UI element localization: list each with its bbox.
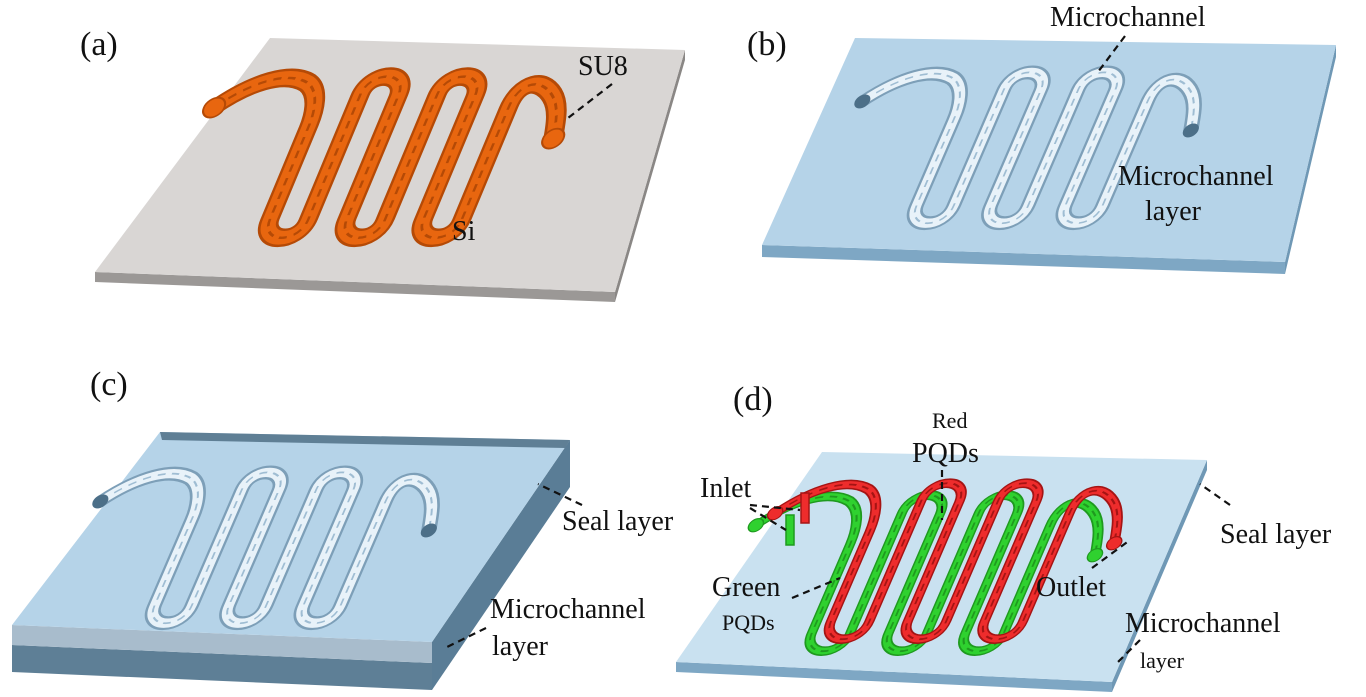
microchannel-label: Microchannel [1050,2,1206,33]
inlet-leader-red [749,503,801,512]
panel-c-tag: (c) [90,366,128,403]
seal-rim-c [160,432,570,448]
outlet-hole-b [1182,123,1199,138]
red-pqd-channel [714,483,1147,639]
green-pqd-channel [695,495,1128,651]
microchannel-groove-c [40,472,461,623]
panel-d-tag: (d) [733,381,773,418]
inlet-label: Inlet [700,473,752,504]
green-pqds-leader [791,576,841,600]
su8-leader-line [567,83,613,119]
si-wafer-side [95,272,615,302]
inlet-hole-b [854,94,871,109]
outlet-hole-c [420,523,437,538]
outlet-leader [1091,539,1131,569]
seal-layer-label-c: Seal layer [562,506,674,537]
microchannel-layer-label-c-line2: layer [492,631,549,662]
red-inlet-port [766,506,784,521]
su8-outlet-pad [541,127,566,150]
microchannel-layer-label-c-line1: Microchannel [490,594,646,625]
microchannel-layer-label-b-line2: layer [1145,196,1202,227]
red-inlet-tube [800,492,810,524]
panel-b: (b) Microchannel Microchannel layer [747,2,1336,274]
slab-d-side [676,662,1112,692]
red-pqds-label-line1: Red [932,408,967,433]
su8-inlet-pad [202,96,227,119]
panel-d: (d) Red PQDs Inlet G [676,381,1332,692]
seal-layer-side-c [12,625,432,663]
slab-c-side-right [432,440,570,690]
si-wafer-top [95,38,685,292]
si-label: Si [452,216,476,247]
slab-d-side-right [1112,460,1207,692]
seal-layer-leader-c [537,483,583,506]
green-pqds-label-line2: PQDs [722,610,775,635]
su8-label: SU8 [578,51,628,82]
seal-layer-leader-d [1199,483,1231,506]
outlet-label: Outlet [1036,572,1106,603]
panel-a-tag: (a) [80,26,118,63]
slab-b-side [762,245,1285,274]
microchannel-groove-b [802,72,1223,223]
su8-mold [150,77,590,238]
inlet-hole-c [92,494,109,509]
microchannel-layer-label-d-line1: Microchannel [1125,608,1281,639]
si-wafer-side-right [615,50,685,302]
seal-layer-label-d: Seal layer [1220,519,1332,550]
red-pqds-label-line2: PQDs [912,438,979,469]
red-outlet-port [1105,536,1123,551]
microchannel-leader-line [1097,35,1126,73]
green-outlet-port [1086,548,1104,563]
green-inlet-port [747,518,765,533]
si-wafer [95,38,685,302]
microchannel-layer-label-b-line1: Microchannel [1118,161,1274,192]
panel-c: (c) Seal layer Microchannel layer [12,366,674,690]
panel-b-tag: (b) [747,26,787,63]
microchannel-layer-side-c [12,645,432,690]
green-inlet-tube [785,514,795,546]
panel-a: (a) SU8 Si [80,26,685,302]
microchannel-layer-leader-d [1114,639,1141,666]
microchannel-layer-leader-c [444,627,487,649]
microchannel-layer-label-d-line2: layer [1140,648,1185,673]
green-pqds-label-line1: Green [712,572,780,603]
slab-b-side-right [1285,45,1336,274]
